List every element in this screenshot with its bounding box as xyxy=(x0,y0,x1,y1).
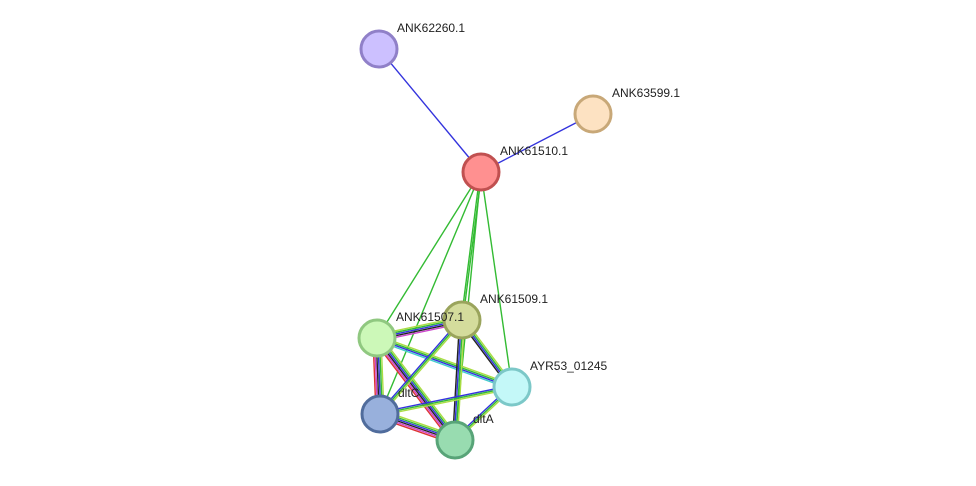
edge-line xyxy=(374,339,454,442)
edge xyxy=(379,171,482,415)
edge-line xyxy=(376,338,512,389)
edge-line xyxy=(379,171,482,415)
node-ank61509[interactable]: ANK61509.1 xyxy=(442,292,548,340)
node-circle[interactable] xyxy=(357,318,397,358)
edge xyxy=(451,319,466,441)
edge-line xyxy=(373,340,453,443)
edge-line xyxy=(380,387,513,417)
edge xyxy=(378,318,464,416)
edge-line xyxy=(455,320,464,441)
node-label: AYR53_01245 xyxy=(530,359,608,373)
node-ayr53-01245[interactable]: AYR53_01245 xyxy=(492,359,608,407)
edge xyxy=(378,48,482,173)
edge-line xyxy=(378,318,462,414)
edge xyxy=(375,335,514,390)
edge xyxy=(379,384,513,417)
node-circle[interactable] xyxy=(492,367,532,407)
nodes-layer: ANK62260.1 ANK63599.1 ANK61510.1 ANK6150… xyxy=(357,21,680,460)
node-label: ANK63599.1 xyxy=(612,86,680,100)
edge-line xyxy=(453,319,462,440)
edges-layer xyxy=(372,48,594,445)
edge-line xyxy=(451,319,461,440)
edge-line xyxy=(377,336,513,387)
edge-line xyxy=(379,335,459,438)
node-label: ANK61509.1 xyxy=(480,292,548,306)
node-circle[interactable] xyxy=(573,94,613,134)
edge-line xyxy=(377,337,457,440)
edge-line xyxy=(379,319,463,415)
edge-line xyxy=(460,171,481,320)
edge-line xyxy=(378,48,482,173)
node-circle[interactable] xyxy=(435,420,475,460)
edge-line xyxy=(375,339,512,390)
node-circle[interactable] xyxy=(359,29,399,69)
node-ank61507[interactable]: ANK61507.1 xyxy=(357,310,464,358)
node-label: dltC xyxy=(398,386,420,400)
edge-line xyxy=(378,336,458,439)
edge xyxy=(376,171,482,339)
edge-line xyxy=(377,335,514,386)
edge-line xyxy=(375,338,455,441)
node-circle[interactable] xyxy=(442,300,482,340)
edge xyxy=(480,113,594,173)
edge xyxy=(480,171,513,388)
node-ank61510[interactable]: ANK61510.1 xyxy=(461,144,568,192)
edge-line xyxy=(376,171,482,339)
node-ank62260[interactable]: ANK62260.1 xyxy=(359,21,465,69)
node-label: ANK61507.1 xyxy=(396,310,464,324)
edge-line xyxy=(379,384,512,414)
node-label: ANK61510.1 xyxy=(500,144,568,158)
node-ank63599[interactable]: ANK63599.1 xyxy=(573,86,680,134)
node-circle[interactable] xyxy=(461,152,501,192)
edge-line xyxy=(480,171,513,388)
node-label: dltA xyxy=(473,412,494,426)
edge-line xyxy=(379,386,513,415)
node-label: ANK62260.1 xyxy=(397,21,465,35)
edge-line xyxy=(480,113,594,173)
edge xyxy=(373,335,459,443)
edge-line xyxy=(456,320,466,441)
node-circle[interactable] xyxy=(360,394,400,434)
node-dltc[interactable]: dltC xyxy=(360,386,420,434)
edge-line xyxy=(380,320,464,416)
node-dlta[interactable]: dltA xyxy=(435,412,494,460)
